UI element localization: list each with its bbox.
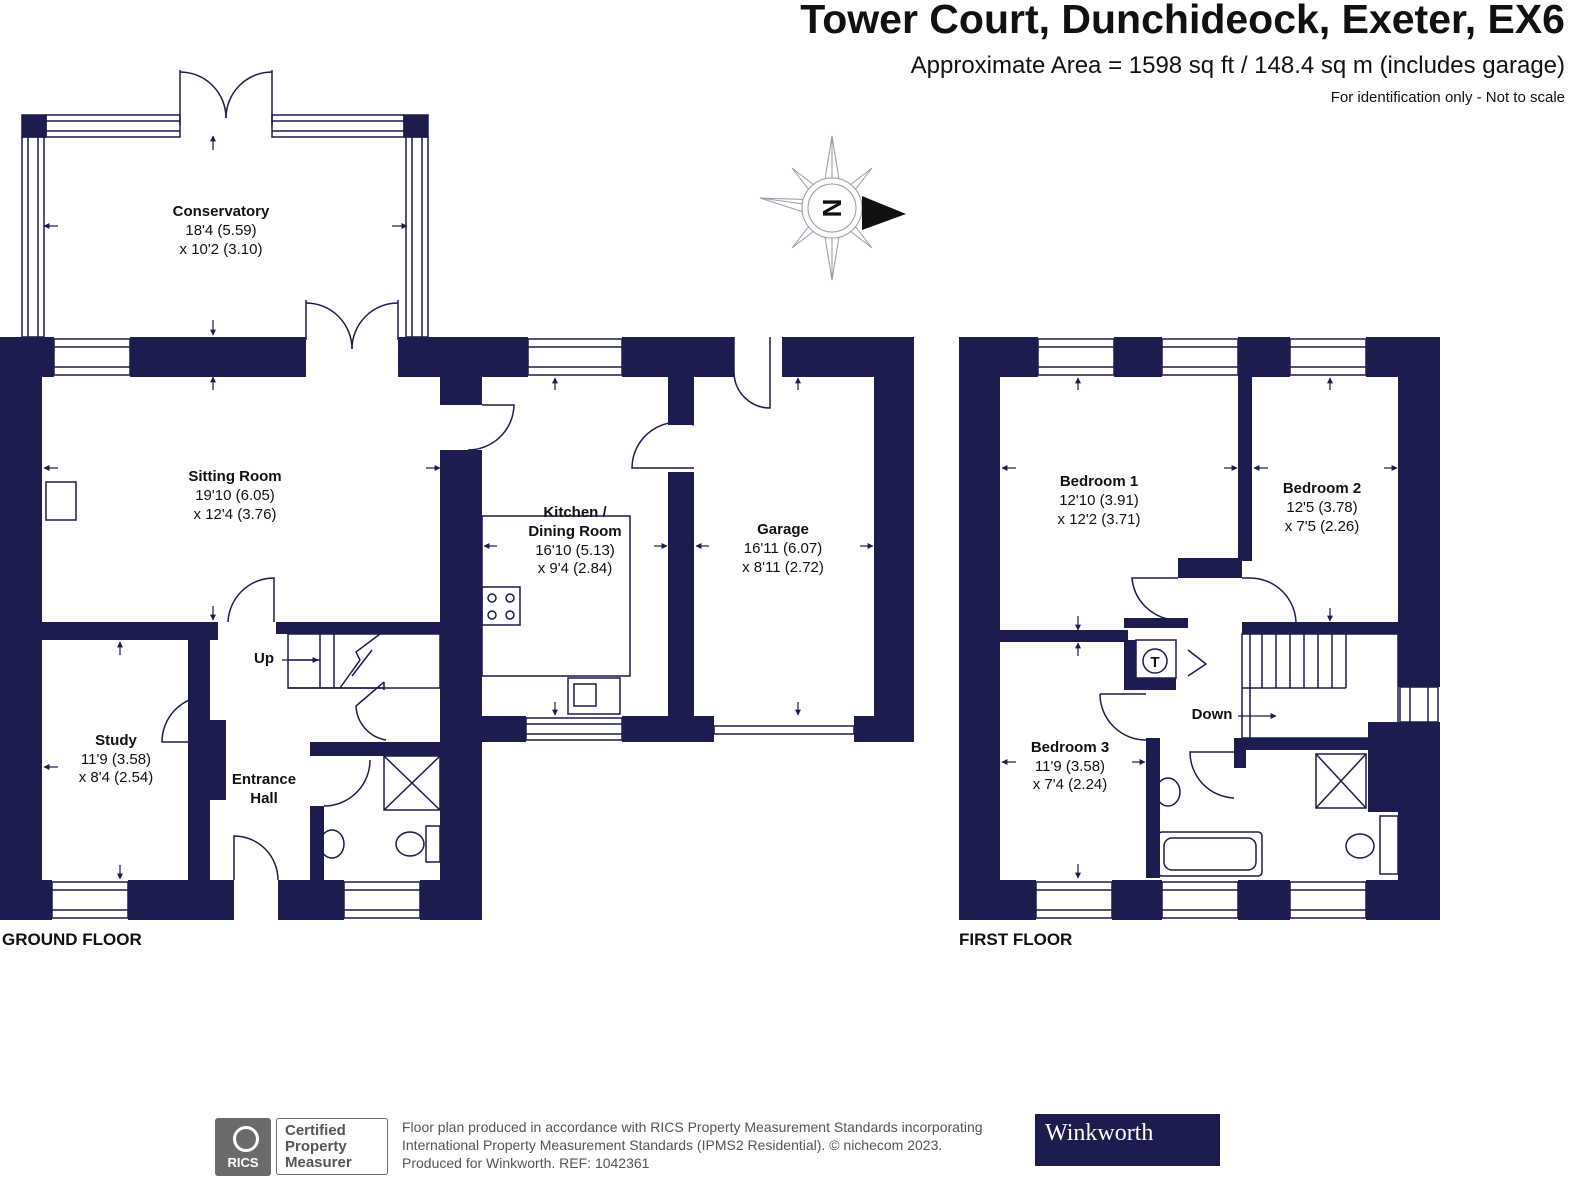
room-label-kitchen: Kitchen / Dining Room 16'10 (5.13) x 9'4…	[528, 504, 621, 577]
kitchen-name-2: Dining Room	[528, 523, 621, 540]
bedroom2-dim2: x 7'5 (2.26)	[1285, 518, 1360, 535]
certified-measurer-badge: Certified Property Measurer	[276, 1118, 388, 1175]
address-title: Tower Court, Dunchideock, Exeter, EX6	[800, 0, 1565, 42]
conservatory-name: Conservatory	[173, 203, 270, 220]
room-label-conservatory: Conservatory 18'4 (5.59) x 10'2 (3.10)	[173, 203, 270, 258]
study-name: Study	[95, 732, 137, 749]
compass-icon: N	[759, 135, 906, 281]
rics-logo-text: RICS	[227, 1155, 259, 1170]
cert-line-3: Measurer	[285, 1154, 352, 1171]
conservatory-dim1: 18'4 (5.59)	[185, 222, 256, 239]
study-dim2: x 8'4 (2.54)	[79, 769, 154, 786]
cert-line-1: Certified	[285, 1122, 346, 1139]
rics-lion-icon	[233, 1126, 259, 1152]
entrance-name-1: Entrance	[232, 771, 296, 788]
room-label-study: Study 11'9 (3.58) x 8'4 (2.54)	[79, 732, 154, 786]
footer-line-1: Floor plan produced in accordance with R…	[402, 1119, 983, 1135]
conservatory-dim2: x 10'2 (3.10)	[180, 241, 263, 258]
winkworth-logo: Winkworth	[1035, 1114, 1220, 1166]
compass-letter: N	[817, 199, 847, 218]
kitchen-dim2: x 9'4 (2.84)	[538, 560, 613, 577]
first-floor-label: FIRST FLOOR	[959, 930, 1073, 949]
room-label-bedroom-3: Bedroom 3 11'9 (3.58) x 7'4 (2.24)	[1031, 739, 1109, 793]
room-label-bedroom-2: Bedroom 2 12'5 (3.78) x 7'5 (2.26)	[1283, 480, 1361, 535]
garage-dim1: 16'11 (6.07)	[744, 540, 822, 557]
room-label-sitting-room: Sitting Room 19'10 (6.05) x 12'4 (3.76)	[188, 468, 281, 523]
entrance-name-2: Hall	[250, 790, 278, 807]
approximate-area: Approximate Area = 1598 sq ft / 148.4 sq…	[910, 52, 1565, 79]
ground-floor-walls	[0, 337, 914, 920]
first-floor-walls	[959, 337, 1440, 920]
ground-floor-fixtures	[45, 337, 855, 919]
bedroom3-name: Bedroom 3	[1031, 739, 1109, 756]
footer-line-2: International Property Measurement Stand…	[402, 1137, 943, 1153]
bedroom2-name: Bedroom 2	[1283, 480, 1361, 497]
bedroom2-dim1: 12'5 (3.78)	[1286, 499, 1357, 516]
bedroom3-dim1: 11'9 (3.58)	[1035, 758, 1105, 775]
first-floor-fixtures	[1035, 338, 1439, 919]
garage-dim2: x 8'11 (2.72)	[742, 559, 824, 576]
bedroom3-dim2: x 7'4 (2.24)	[1033, 776, 1108, 793]
garage-name: Garage	[757, 521, 809, 538]
room-label-garage: Garage 16'11 (6.07) x 8'11 (2.72)	[742, 521, 824, 576]
room-label-bedroom-1: Bedroom 1 12'10 (3.91) x 12'2 (3.71)	[1058, 473, 1141, 528]
tank-label: T	[1150, 654, 1159, 671]
footer-disclaimer: Floor plan produced in accordance with R…	[402, 1118, 1042, 1172]
study-dim1: 11'9 (3.58)	[81, 751, 151, 768]
kitchen-name-1: Kitchen /	[543, 504, 607, 521]
bedroom1-name: Bedroom 1	[1060, 473, 1138, 490]
stairs-up-label: Up	[254, 650, 274, 667]
dimension-arrows	[43, 135, 1398, 880]
kitchen-dim1: 16'10 (5.13)	[535, 542, 615, 559]
stairs-down-label: Down	[1192, 706, 1233, 723]
sitting-room-name: Sitting Room	[188, 468, 281, 485]
identification-note: For identification only - Not to scale	[1330, 89, 1565, 106]
footer-line-3: Produced for Winkworth. REF: 1042361	[402, 1155, 650, 1171]
sitting-room-dim1: 19'10 (6.05)	[195, 487, 275, 504]
bedroom1-dim2: x 12'2 (3.71)	[1058, 511, 1141, 528]
conservatory-frame	[21, 70, 429, 350]
cert-line-2: Property	[285, 1138, 347, 1155]
room-label-entrance-hall: Entrance Hall	[232, 771, 296, 807]
bedroom1-dim1: 12'10 (3.91)	[1059, 492, 1139, 509]
rics-logo: RICS	[215, 1118, 271, 1176]
sitting-room-dim2: x 12'4 (3.76)	[194, 506, 277, 523]
ground-floor-label: GROUND FLOOR	[2, 930, 142, 949]
